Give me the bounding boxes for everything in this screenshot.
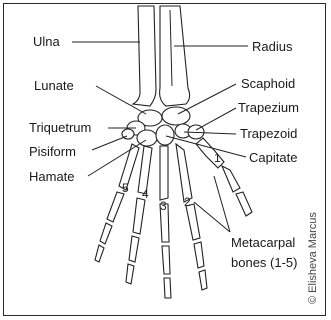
label-pisiform: Pisiform [29, 145, 76, 159]
label-triquetrum: Triquetrum [29, 121, 91, 135]
label-trapezium: Trapezium [238, 101, 299, 115]
metacarpal-number-3: 3 [160, 199, 167, 213]
leader-hamate [88, 140, 146, 176]
ulna-bone [133, 6, 156, 106]
label-ulna: Ulna [33, 35, 60, 49]
carpal-bones [122, 107, 204, 146]
little-finger-phalanges [95, 192, 124, 262]
label-scaphoid: Scaphoid [241, 77, 295, 91]
leader-pisiform [92, 136, 127, 150]
metacarpal-number-4: 4 [142, 187, 149, 201]
leader-metacarpal-1 [214, 176, 230, 232]
middle-finger-phalanges [160, 204, 171, 298]
metacarpal-number-2: 2 [184, 195, 191, 209]
metacarpal-number-1: 1 [214, 151, 221, 165]
label-metacarpal-line2: bones (1-5) [231, 256, 297, 270]
label-metacarpal-line1: Metacarpal [231, 236, 295, 250]
leader-metacarpal-2 [194, 202, 230, 232]
label-lunate: Lunate [34, 79, 74, 93]
radius-bone [160, 6, 190, 106]
leader-trapezium [196, 108, 236, 130]
ring-finger-phalanges [126, 198, 145, 284]
label-capitate: Capitate [249, 151, 297, 165]
index-finger-phalanges [186, 204, 207, 290]
label-hamate: Hamate [29, 170, 75, 184]
label-trapezoid: Trapezoid [240, 127, 297, 141]
credit-text: © Elisheva Marcus [307, 212, 319, 304]
metacarpal-number-5: 5 [122, 181, 129, 195]
thumb-phalanges [222, 166, 252, 216]
label-radius: Radius [252, 40, 292, 54]
